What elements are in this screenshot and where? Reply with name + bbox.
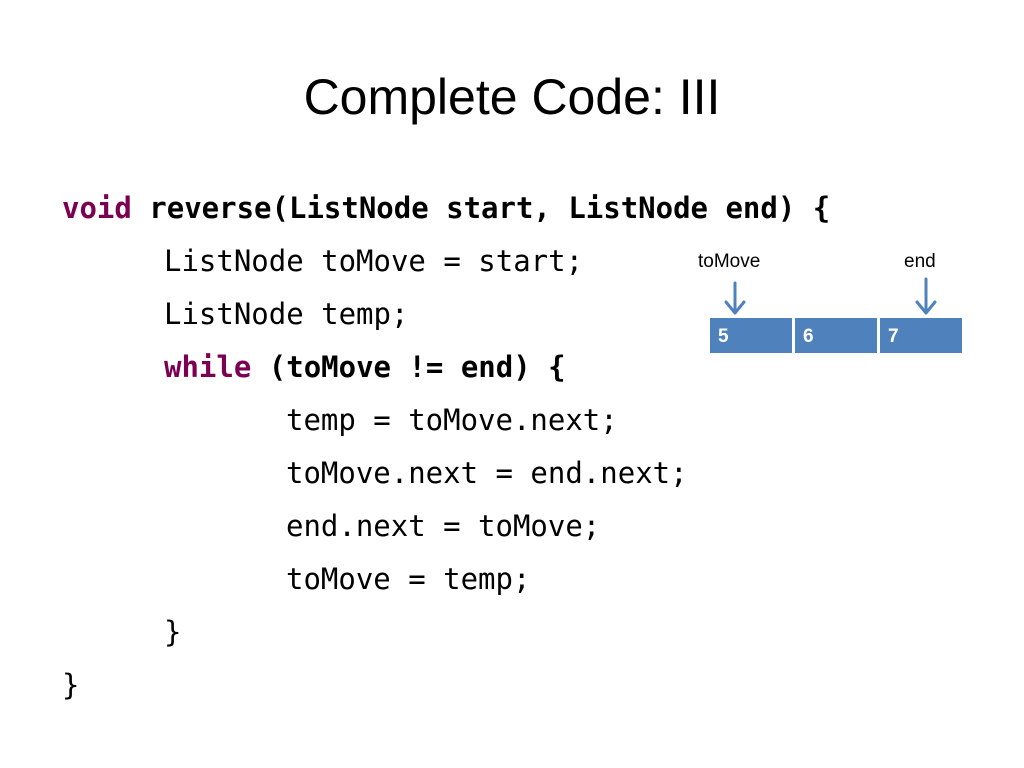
code-line-5: temp = toMove.next; — [286, 403, 618, 437]
list-nodes: 5 6 7 — [709, 317, 964, 354]
code-line-9: } — [164, 615, 182, 649]
code-line-4: while (toMove != end) { — [62, 341, 830, 394]
while-condition: (toMove != end) { — [251, 350, 566, 384]
code-line-10: } — [62, 668, 80, 702]
code-block: void reverse(ListNode start, ListNode en… — [62, 182, 830, 712]
linked-list-diagram: toMove end 5 6 7 — [690, 246, 980, 366]
keyword-while: while — [164, 350, 252, 384]
code-line-3: ListNode temp; — [164, 297, 409, 331]
code-line-7: end.next = toMove; — [286, 509, 601, 543]
code-line-8: toMove = temp; — [286, 562, 531, 596]
tomove-pointer-label: toMove — [698, 251, 761, 272]
keyword-void: void — [62, 191, 132, 225]
list-node: 6 — [794, 317, 878, 354]
list-node: 5 — [709, 317, 793, 354]
pointer-arrows — [724, 277, 937, 315]
method-signature: reverse(ListNode start, ListNode end) { — [131, 191, 831, 225]
tomove-arrow-icon — [724, 281, 746, 315]
code-line-2: ListNode toMove = start; — [164, 244, 584, 278]
slide-title: Complete Code: III — [303, 69, 721, 125]
code-line-6: toMove.next = end.next; — [286, 456, 688, 490]
end-arrow-icon — [915, 277, 937, 315]
end-pointer-label: end — [904, 251, 936, 272]
list-node: 7 — [879, 317, 963, 354]
code-line-1: void reverse(ListNode start, ListNode en… — [62, 182, 830, 235]
